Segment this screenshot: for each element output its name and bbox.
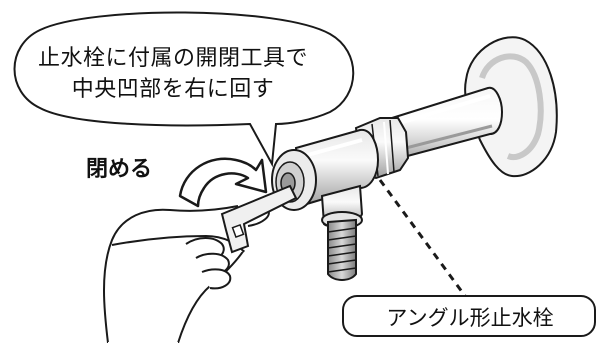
angle-valve-label: アングル形止水栓 (386, 306, 554, 330)
callout-text-line-1: 止水栓に付属の開閉工具で (37, 46, 308, 71)
curved-clockwise-arrow-icon (178, 157, 268, 208)
part-label-box (342, 295, 596, 337)
close-action-label: 閉める (86, 157, 153, 182)
hand-with-tool (103, 184, 298, 343)
valve-body (294, 128, 380, 229)
threaded-outlet (327, 218, 357, 281)
supply-pipe (390, 86, 504, 160)
callout-text-line-2: 中央凹部を右に回す (71, 77, 275, 102)
speech-bubble (13, 11, 355, 168)
leader-line-valve (378, 179, 470, 301)
